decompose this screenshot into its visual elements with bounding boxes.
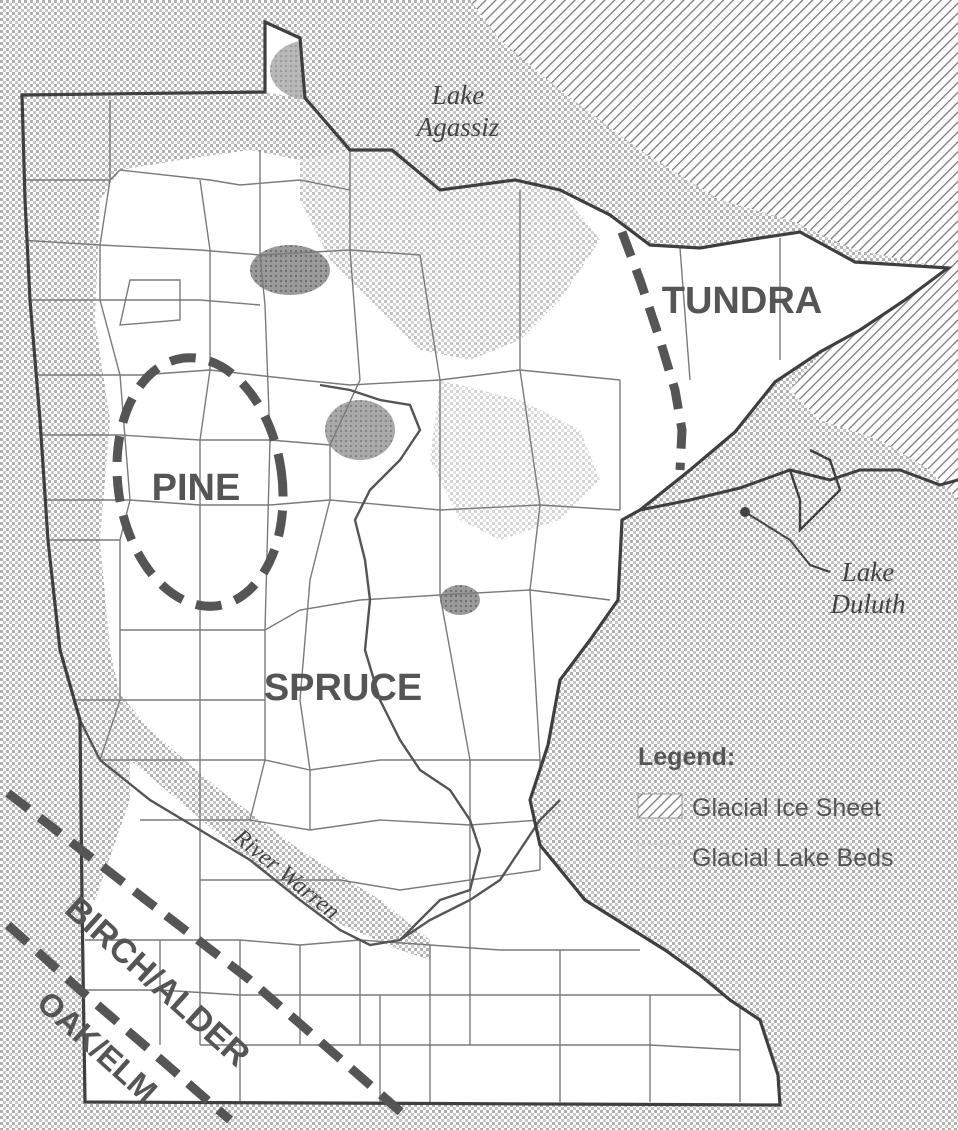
glacial-ice-sheet-area [470,0,958,500]
legend-lake-beds-label: Glacial Lake Beds [692,844,894,872]
lake-duluth-leader [744,511,831,573]
apostle-shoreline [788,448,842,533]
legend-ice-sheet-label: Glacial Ice Sheet [692,794,881,822]
lake-duluth-marker [740,507,750,517]
vegetation-boundaries [4,230,687,1124]
lake-agassiz-label-line1: Lake [431,80,485,110]
tundra-zone-boundary [617,230,687,471]
state-outline [20,19,953,1107]
pine-label: PINE [152,467,241,509]
lake-duluth-label-line2: Duluth [829,589,905,619]
legend-lake-beds-swatch [637,843,683,869]
legend: Legend: Glacial Ice Sheet Glacial Lake B… [637,743,894,872]
birch-alder-boundary [5,789,413,1124]
lake-superior-shoreline [639,468,958,512]
legend-ice-sheet-swatch [637,793,683,819]
spruce-label: SPRUCE [264,667,422,709]
lake-duluth-label-line1: Lake [841,557,895,587]
pine-zone-boundary [112,353,288,611]
tundra-label: TUNDRA [662,280,822,322]
legend-title: Legend: [638,743,735,771]
rivers [78,383,561,947]
lake-agassiz-label-line2: Agassiz [415,112,500,142]
oak-elm-boundary [4,921,233,1124]
